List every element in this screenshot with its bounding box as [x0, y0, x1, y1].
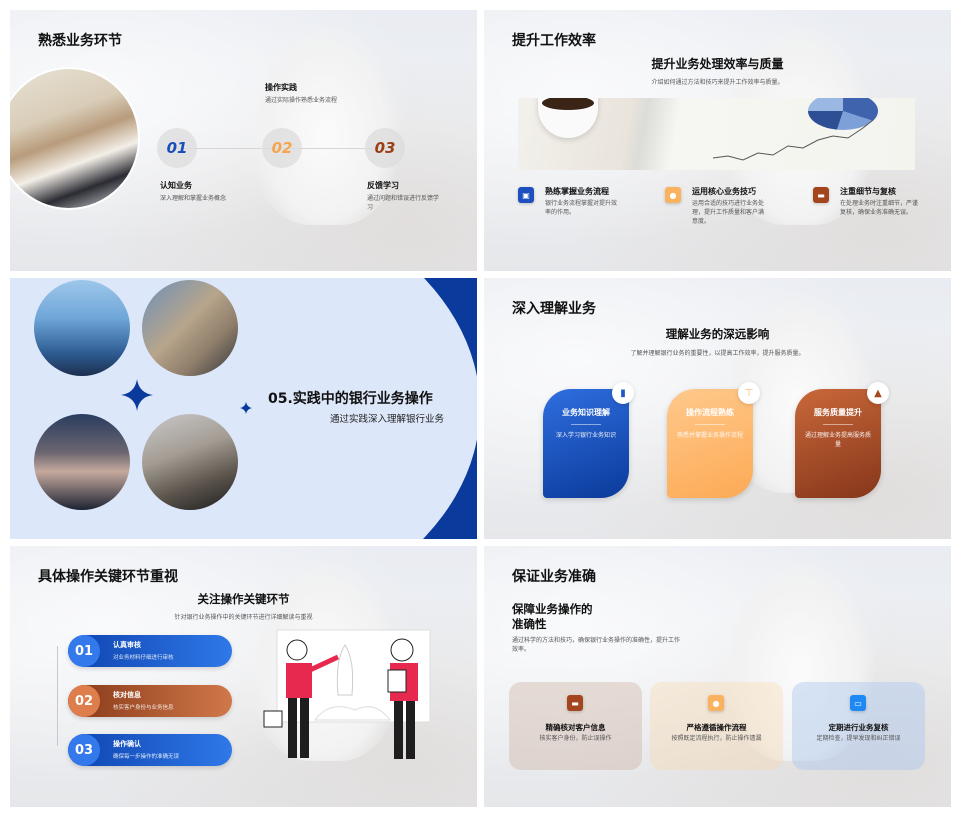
card-desc: 深入学习银行业务知识: [555, 432, 616, 439]
step-desc: 对业务材料仔细进行审核: [113, 655, 174, 661]
coffee: [542, 98, 594, 110]
small-star-icon: [240, 402, 252, 414]
card-title: 严格遵循操作流程: [686, 723, 747, 732]
slide-desc: 了解并理解银行业务的重要性，以提高工作效率，提升服务质量。: [630, 350, 805, 357]
slide-title: 熟悉业务环节: [38, 33, 122, 49]
section-title: 05.实践中的银行业务操作: [268, 391, 433, 407]
step-title: 操作确认: [113, 740, 141, 748]
slide-2-thumbnail[interactable]: 提升工作效率 提升业务处理效率与质量 介绍如何通过方法和技巧来提升工作效率与质量…: [484, 10, 951, 271]
slide-4-thumbnail[interactable]: 深入理解业务 理解业务的深远影响 了解并理解银行业务的重要性，以提高工作效率，提…: [484, 278, 951, 539]
card-knowledge: 业务知识理解 深入学习银行业务知识: [543, 389, 629, 498]
step-title: 认真审核: [113, 641, 141, 649]
slide-subtitle: 理解业务的深远影响: [665, 327, 770, 341]
card-title: 业务知识理解: [562, 408, 610, 417]
step-desc-2: 通过实际操作熟悉业务流程: [265, 97, 338, 104]
bag-dark-photo: [142, 414, 238, 510]
item-desc-1: 银行业务流程掌握对提升效率的作用。: [545, 200, 618, 216]
slide-subtitle: 提升业务处理效率与质量: [651, 57, 784, 71]
star-icon: [121, 379, 153, 411]
card-desc: 熟悉并掌握业务操作流程: [676, 432, 743, 439]
step-title-3: 反馈学习: [367, 181, 399, 190]
step-number: 01: [68, 635, 100, 667]
picture-icon: ▲: [867, 382, 889, 404]
card-desc: 通过理解业务提高服务质量: [804, 432, 871, 448]
pie-graphic: [808, 98, 878, 130]
step-number-1: 01: [157, 128, 197, 168]
slide-subtitle: 关注操作关键环节: [197, 592, 290, 606]
step-desc: 确保每一步操作的准确无误: [113, 754, 180, 760]
slide-5-thumbnail[interactable]: 具体操作关键环节重视 关注操作关键环节 针对银行业务操作中的关键环节进行详细解读…: [10, 546, 477, 807]
step-desc: 核实客户身份与业务信息: [113, 705, 174, 711]
slide-title: 具体操作关键环节重视: [38, 569, 178, 585]
slide-desc: 介绍如何通过方法和技巧来提升工作效率与质量。: [651, 79, 784, 86]
money-bag-photo: [142, 280, 238, 376]
key-step-1: 01 认真审核 对业务材料仔细进行审核: [68, 635, 232, 667]
document-icon: ▮: [612, 382, 634, 404]
coins-photo: [34, 414, 130, 510]
flowchart-icon: ⊤: [738, 382, 760, 404]
slide-title: 保证业务准确: [512, 569, 596, 585]
card-desc: 定期检查，提早发现和纠正错误: [816, 735, 901, 742]
item-title-2: 运用核心业务技巧: [692, 187, 756, 196]
slide-title: 提升工作效率: [512, 33, 596, 49]
card-divider: [695, 424, 725, 425]
step-title-2: 操作实践: [265, 83, 297, 92]
bag-image: [250, 25, 400, 225]
timeline-line: [57, 646, 58, 746]
step-desc-3: 通过问题和错误进行反馈学习: [367, 195, 440, 211]
card-title: 服务质量提升: [814, 408, 862, 417]
office-photo: [10, 67, 140, 210]
slide-desc: 针对银行业务操作中的关键环节进行详细解读与重视: [174, 614, 313, 621]
card-divider: [571, 424, 601, 425]
step-number: 03: [68, 734, 100, 766]
city-skyline-photo: [34, 280, 130, 376]
step-number-3: 03: [365, 128, 405, 168]
slide-6-thumbnail[interactable]: 保证业务准确 保障业务操作的准确性 通过科学的方法和技巧，确保银行业务操作的准确…: [484, 546, 951, 807]
bag-image: [724, 561, 874, 761]
card-follow-process: ● 严格遵循操作流程 按照既定流程执行，防止操作遗漏: [650, 682, 783, 770]
card-title: 精确核对客户信息: [545, 723, 606, 732]
card-title: 定期进行业务复核: [828, 723, 889, 732]
step-desc-1: 深入理解和掌握业务概念: [160, 195, 227, 202]
item-title-3: 注重细节与复核: [840, 187, 896, 196]
section-subtitle: 通过实践深入理解银行业务: [330, 414, 445, 425]
slide-1-thumbnail[interactable]: 熟悉业务环节 01 02 03 认知业务 深入理解和掌握业务概念 操作实践 通过…: [10, 10, 477, 271]
presentation-illustration: [263, 629, 431, 759]
step-title-1: 认知业务: [160, 181, 192, 190]
step-title: 核对信息: [113, 691, 141, 699]
card-title: 操作流程熟练: [686, 408, 734, 417]
card-divider: [823, 424, 853, 425]
slide-3-thumbnail[interactable]: 05.实践中的银行业务操作 通过实践深入理解银行业务: [10, 278, 477, 539]
image-icon: ▣: [518, 187, 534, 203]
card-desc: 按照既定流程执行，防止操作遗漏: [671, 735, 762, 742]
coffee-chart-photo: [518, 98, 915, 170]
card-service: 服务质量提升 通过理解业务提高服务质量: [795, 389, 881, 498]
inbox-icon: ▬: [813, 187, 829, 203]
card-verify-customer: ▬ 精确核对客户信息 核实客户身份，防止误操作: [509, 682, 642, 770]
line-graphic: [713, 119, 874, 161]
slide-title: 深入理解业务: [512, 301, 596, 317]
card-process: 操作流程熟练 熟悉并掌握业务操作流程: [667, 389, 753, 498]
card-desc: 核实客户身份，防止误操作: [539, 735, 612, 742]
item-desc-2: 运用合适的技巧进行业务处理，提升工作质量和客户满意度。: [692, 200, 765, 225]
item-title-1: 熟练掌握业务流程: [545, 187, 609, 196]
card-regular-review: ▭ 定期进行业务复核 定期检查，提早发现和纠正错误: [792, 682, 925, 770]
key-step-2: 02 核对信息 核实客户身份与业务信息: [68, 685, 232, 717]
slide-subtitle: 保障业务操作的准确性: [512, 602, 593, 631]
slide-desc: 通过科学的方法和技巧，确保银行业务操作的准确性，提升工作效率。: [512, 637, 681, 653]
item-desc-3: 在处理业务时注重细节，严谨复核，确保业务准确无误。: [840, 200, 919, 216]
step-number-2: 02: [262, 128, 302, 168]
key-step-3: 03 操作确认 确保每一步操作的准确无误: [68, 734, 232, 766]
gear-icon: ●: [708, 695, 724, 711]
step-number: 02: [68, 685, 100, 717]
message-icon: ▭: [850, 695, 866, 711]
inbox-icon: ▬: [567, 695, 583, 711]
gear-icon: ●: [665, 187, 681, 203]
